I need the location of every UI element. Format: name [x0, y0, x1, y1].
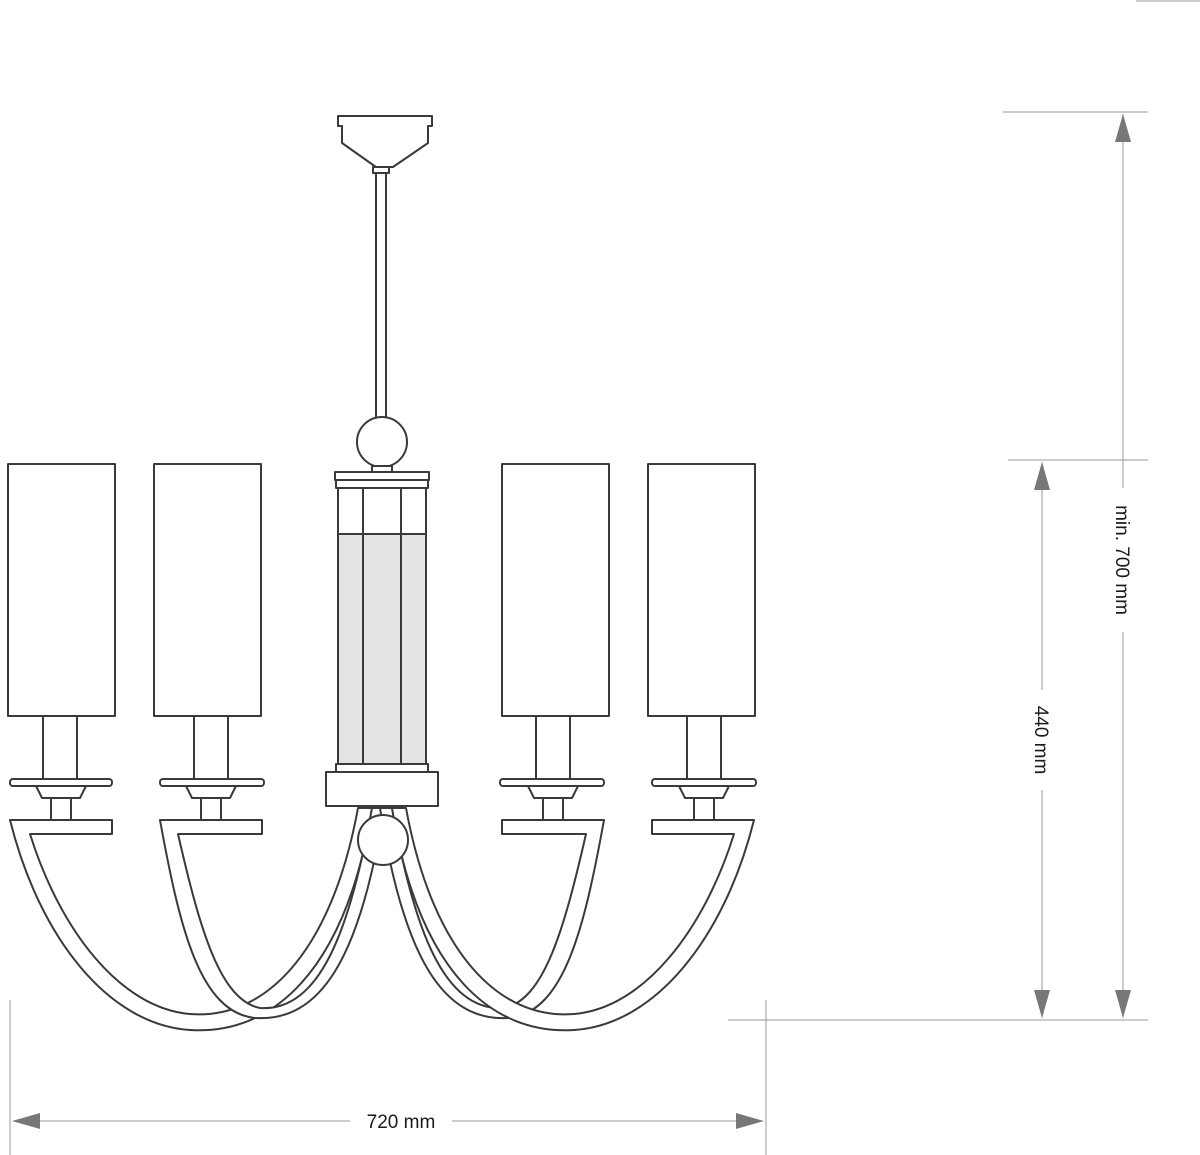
overall-height-label: min. 700 mm	[1111, 505, 1132, 615]
arrow-left-icon	[12, 1113, 40, 1129]
width-dimension: 720 mm	[9, 1000, 767, 1155]
arrow-up-icon	[1034, 462, 1050, 490]
arrow-down-icon	[1115, 990, 1131, 1018]
lamp-2	[153, 463, 265, 821]
arms	[9, 807, 755, 1032]
glass-column	[337, 533, 427, 765]
bottom-sphere	[357, 814, 409, 866]
central-column	[325, 471, 439, 807]
ceiling-canopy	[337, 115, 433, 168]
width-label: 720 mm	[367, 1112, 436, 1133]
suspension-rod	[372, 166, 390, 420]
lamp-4	[647, 463, 757, 821]
arrow-up-icon	[1115, 114, 1131, 142]
lampshade-2	[153, 463, 262, 717]
lampshade-1	[7, 463, 116, 717]
lamp-3	[499, 463, 610, 821]
lampshade-4	[647, 463, 756, 717]
top-sphere	[356, 416, 408, 473]
arrow-down-icon	[1034, 990, 1050, 1018]
fixture-height-label: 440 mm	[1030, 706, 1051, 775]
arrow-right-icon	[736, 1113, 764, 1129]
height-dimensions: 440 mm min. 700 mm	[728, 111, 1148, 1021]
lamp-1	[7, 463, 116, 821]
lampshade-3	[501, 463, 610, 717]
